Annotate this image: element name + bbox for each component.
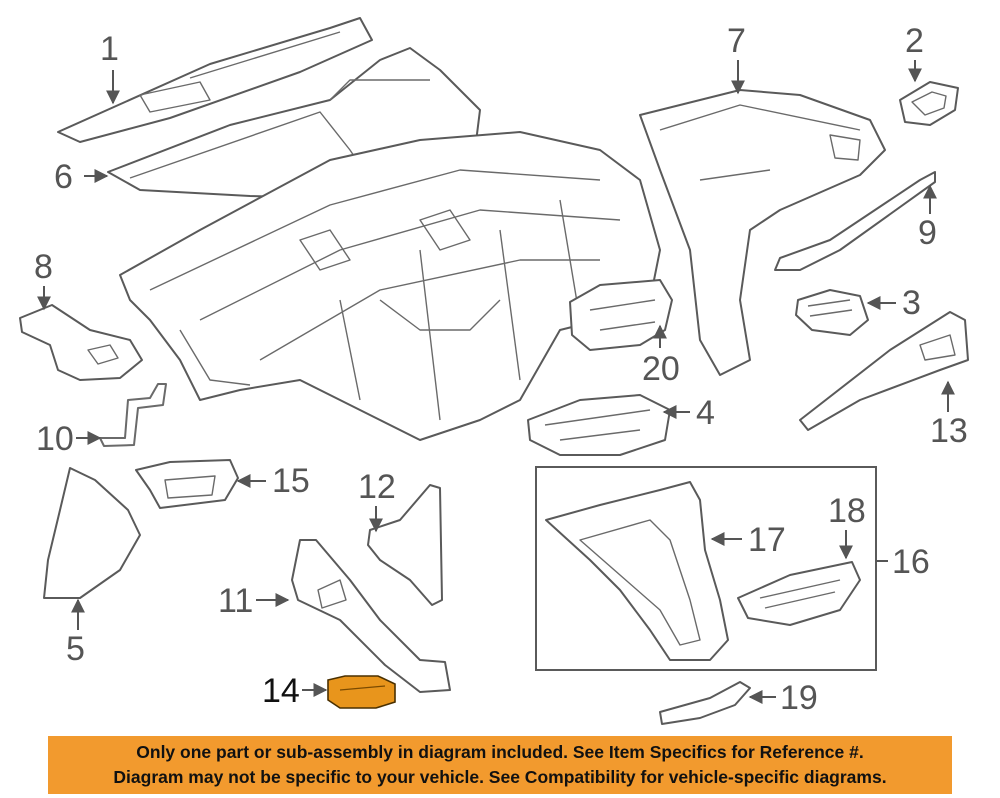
callout-10: 10 bbox=[36, 420, 74, 458]
callout-11: 11 bbox=[218, 582, 253, 620]
disclaimer-line-2: Diagram may not be specific to your vehi… bbox=[113, 767, 887, 787]
part-4-center-bracket[interactable] bbox=[527, 394, 671, 456]
leader-lines bbox=[37, 60, 955, 704]
callout-8: 8 bbox=[34, 248, 53, 286]
part-18-vent-panel[interactable] bbox=[737, 561, 861, 626]
callout-7: 7 bbox=[727, 22, 746, 60]
callout-5: 5 bbox=[66, 630, 85, 668]
part-5-end-cap[interactable] bbox=[43, 467, 141, 599]
callout-4: 4 bbox=[696, 394, 715, 432]
dashboard-frame[interactable] bbox=[119, 131, 661, 441]
part-7-glove-box-door[interactable] bbox=[639, 89, 886, 376]
part-13-right-trim[interactable] bbox=[799, 311, 969, 431]
part-14-highlighted-cover[interactable] bbox=[327, 675, 396, 709]
callout-15: 15 bbox=[272, 462, 310, 500]
part-12-center-panel[interactable] bbox=[367, 484, 443, 606]
part-8-left-bracket[interactable] bbox=[19, 304, 143, 381]
part-15-bracket[interactable] bbox=[135, 459, 239, 509]
part-11-column-trim[interactable] bbox=[291, 539, 451, 693]
part-2-bezel[interactable] bbox=[899, 81, 959, 126]
callout-6: 6 bbox=[54, 158, 73, 196]
callout-3: 3 bbox=[902, 284, 921, 322]
callout-12: 12 bbox=[358, 468, 396, 506]
part-3-vent[interactable] bbox=[795, 289, 869, 336]
callout-19: 19 bbox=[780, 679, 818, 717]
callout-18: 18 bbox=[828, 492, 866, 530]
callout-2: 2 bbox=[905, 22, 924, 60]
parts-diagram: 1 2 3 4 5 6 7 8 9 10 11 12 13 14 15 16 1… bbox=[19, 17, 969, 725]
group-16-inset-box bbox=[535, 466, 877, 671]
callout-17: 17 bbox=[748, 521, 786, 559]
part-1-dash-pad[interactable] bbox=[57, 17, 373, 143]
part-17-center-bezel[interactable] bbox=[545, 481, 729, 661]
part-19-lower-trim[interactable] bbox=[659, 681, 751, 725]
callout-13: 13 bbox=[930, 412, 968, 450]
part-10-wire-bracket[interactable] bbox=[99, 383, 167, 447]
callout-20: 20 bbox=[642, 350, 680, 388]
callout-9: 9 bbox=[918, 214, 937, 252]
disclaimer-banner: Only one part or sub-assembly in diagram… bbox=[48, 736, 952, 794]
callout-1: 1 bbox=[100, 30, 119, 68]
disclaimer-line-1: Only one part or sub-assembly in diagram… bbox=[136, 742, 864, 762]
part-9-trim-strip[interactable] bbox=[774, 171, 936, 271]
callout-14: 14 bbox=[262, 672, 300, 710]
callout-labels: 1 2 3 4 5 6 7 8 9 10 11 12 13 14 15 16 1… bbox=[34, 22, 968, 717]
callout-16: 16 bbox=[892, 543, 930, 581]
